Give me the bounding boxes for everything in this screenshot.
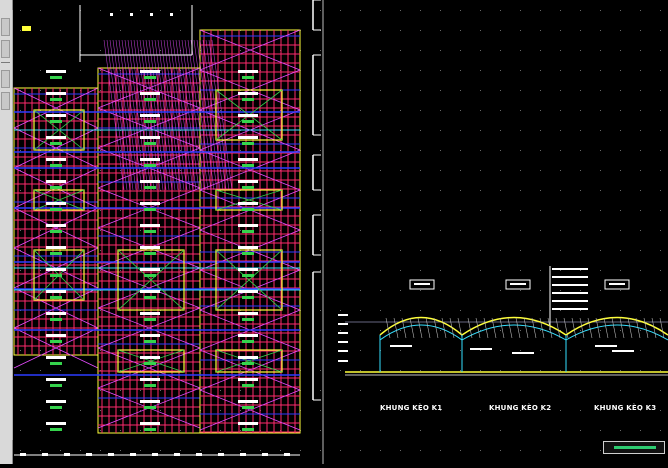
section-label-k3: KHUNG KÈO K3 [594, 404, 657, 412]
layer-tool-icon[interactable] [1, 92, 10, 110]
section-label-k1: KHUNG KÈO K1 [380, 404, 443, 412]
line-tool-icon[interactable] [1, 40, 10, 58]
cad-canvas[interactable] [11, 0, 668, 464]
draw-tool-icon[interactable] [1, 18, 10, 36]
drawing-area[interactable]: KHUNG KÈO K1 KHUNG KÈO K2 KHUNG KÈO K3 [11, 0, 668, 464]
floor-plan-layer [11, 0, 668, 464]
arc-tool-icon[interactable] [1, 70, 10, 88]
truss-elevation-layer [338, 268, 668, 372]
section-label-k2: KHUNG KÈO K2 [489, 404, 552, 412]
status-bar [614, 446, 656, 449]
toolbar-separator [1, 62, 10, 63]
status-indicator [603, 441, 665, 454]
